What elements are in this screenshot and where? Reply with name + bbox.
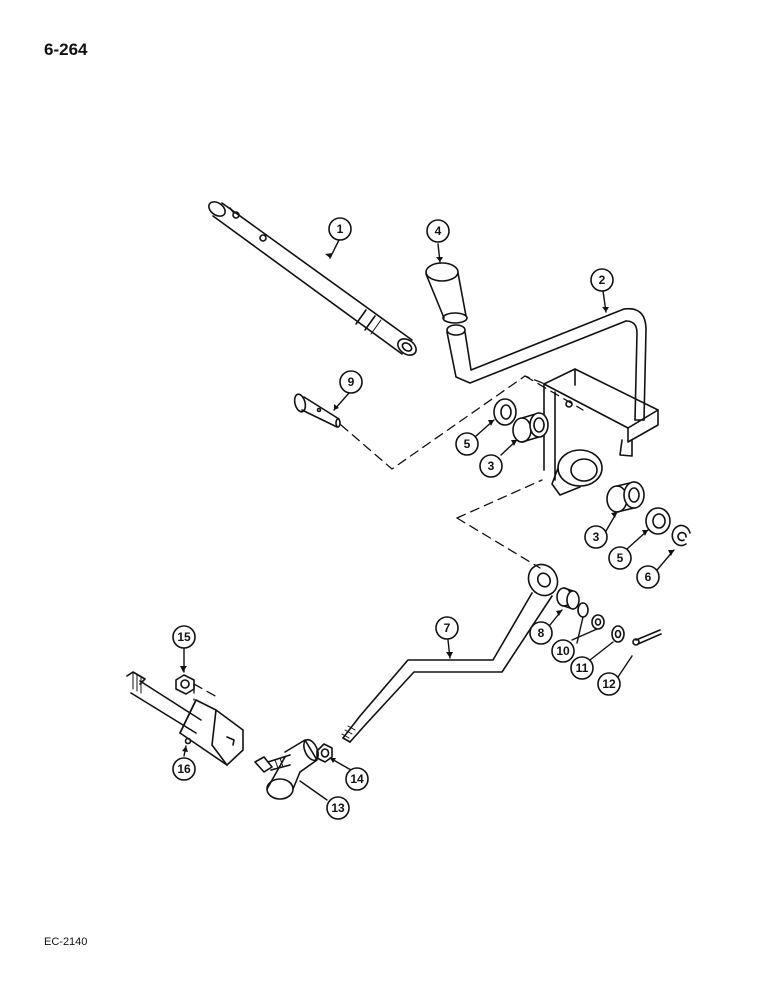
callout-1: 1 bbox=[328, 217, 352, 241]
callout-arrowheads bbox=[180, 253, 674, 763]
callout-16: 16 bbox=[172, 757, 196, 781]
part-3-bushing-upper bbox=[512, 412, 549, 443]
part-5-washer-upper bbox=[493, 398, 517, 426]
part-7-shift-rod bbox=[341, 563, 559, 743]
part-11-washer bbox=[611, 625, 625, 643]
svg-text:5: 5 bbox=[617, 551, 624, 565]
callout-4: 4 bbox=[426, 219, 450, 243]
alignment-dashed-lines bbox=[193, 375, 584, 701]
callout-5-upper: 5 bbox=[455, 432, 479, 456]
svg-text:16: 16 bbox=[177, 762, 191, 776]
svg-text:1: 1 bbox=[337, 222, 344, 236]
callout-leaders bbox=[183, 239, 675, 801]
svg-text:7: 7 bbox=[444, 621, 451, 635]
part-5-washer-lower bbox=[645, 507, 671, 535]
callout-6: 6 bbox=[636, 565, 660, 589]
callout-3-upper: 3 bbox=[479, 454, 503, 478]
part-6-retaining-clip bbox=[671, 524, 691, 547]
part-16-selector-shaft bbox=[126, 671, 244, 766]
callout-7: 7 bbox=[435, 616, 459, 640]
callout-8: 8 bbox=[529, 621, 553, 645]
figure-code: EC-2140 bbox=[44, 936, 88, 948]
part-9-pin bbox=[293, 393, 341, 428]
svg-text:6: 6 bbox=[645, 570, 652, 584]
svg-text:5: 5 bbox=[464, 437, 471, 451]
svg-text:11: 11 bbox=[576, 661, 589, 675]
svg-text:8: 8 bbox=[538, 626, 545, 640]
part-13-ball-joint bbox=[254, 738, 319, 800]
page-number: 6-264 bbox=[44, 40, 88, 59]
part-1-shift-shaft bbox=[208, 201, 417, 356]
part-15-nut bbox=[175, 674, 195, 695]
part-14-nut bbox=[316, 743, 333, 763]
lever-bracket bbox=[543, 368, 659, 496]
svg-text:3: 3 bbox=[593, 530, 600, 544]
part-4-knob bbox=[425, 262, 468, 324]
callout-15: 15 bbox=[172, 625, 196, 649]
callout-5-lower: 5 bbox=[608, 546, 632, 570]
callout-13: 13 bbox=[326, 796, 350, 820]
svg-text:13: 13 bbox=[331, 801, 345, 815]
part-10-washer bbox=[577, 602, 605, 630]
svg-text:12: 12 bbox=[602, 677, 616, 691]
svg-text:3: 3 bbox=[488, 459, 495, 473]
callout-11: 11 bbox=[570, 656, 594, 680]
callout-12: 12 bbox=[597, 672, 621, 696]
part-8-spacer bbox=[556, 587, 580, 610]
part-12-cotter-pin bbox=[632, 629, 662, 646]
callout-10: 10 bbox=[551, 639, 575, 663]
callouts: 1 4 2 9 5 3 3 5 6 7 8 10 11 12 15 16 14 … bbox=[172, 217, 660, 820]
callout-3-lower: 3 bbox=[584, 525, 608, 549]
callout-2: 2 bbox=[590, 268, 614, 292]
svg-text:10: 10 bbox=[556, 644, 570, 658]
part-2-shift-lever bbox=[446, 307, 647, 421]
svg-text:2: 2 bbox=[599, 273, 606, 287]
svg-text:14: 14 bbox=[350, 772, 364, 786]
callout-14: 14 bbox=[345, 767, 369, 791]
svg-text:15: 15 bbox=[177, 630, 191, 644]
part-3-bushing-lower bbox=[606, 481, 645, 513]
callout-9: 9 bbox=[339, 370, 363, 394]
svg-text:9: 9 bbox=[348, 375, 355, 389]
svg-text:4: 4 bbox=[435, 224, 442, 238]
